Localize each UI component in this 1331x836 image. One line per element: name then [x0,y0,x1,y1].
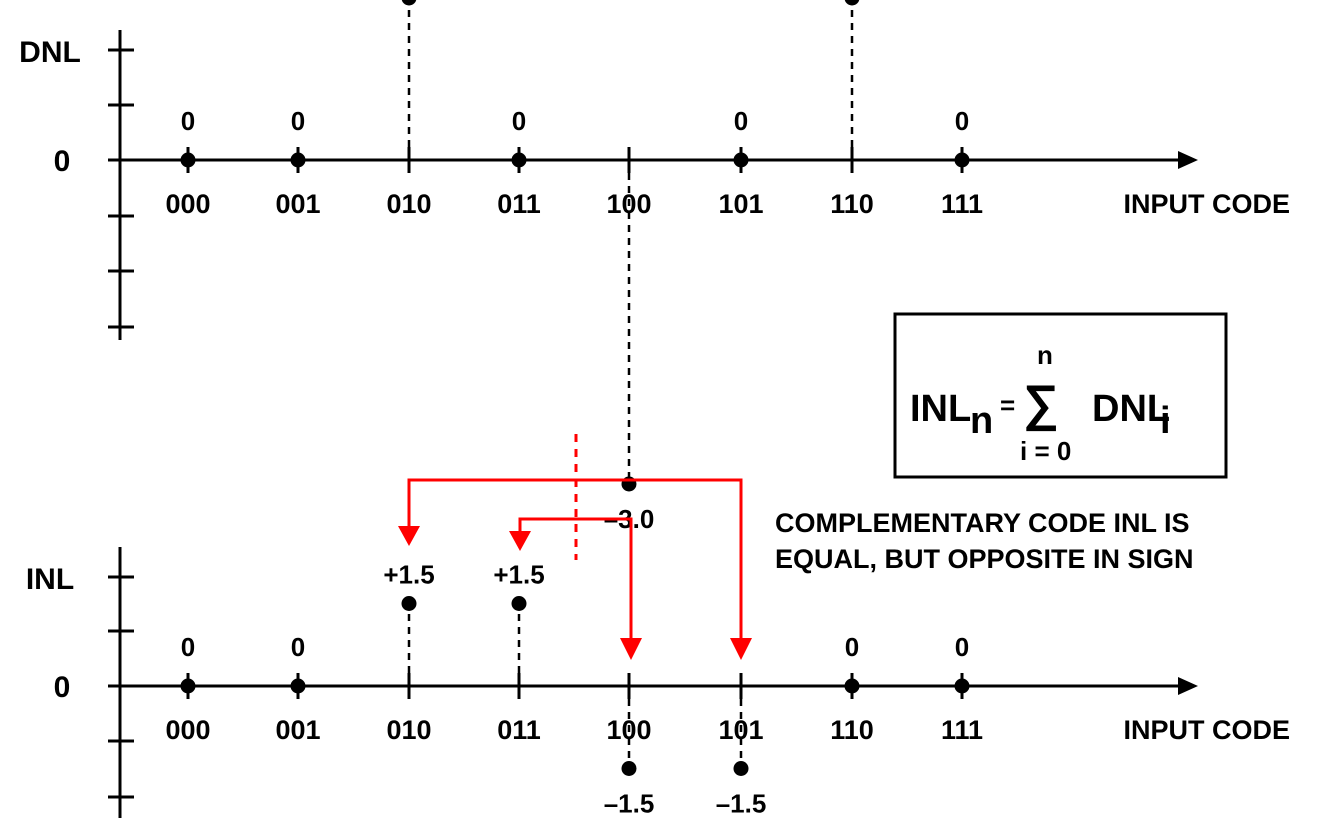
dnl-x-tick-label: 111 [941,189,983,219]
inl-data-point [180,678,196,694]
annotation-line-1: COMPLEMENTARY CODE INL IS [775,508,1190,538]
formula-lhs-subscript: n [970,400,993,442]
arrow-outer-path [407,478,743,640]
dnl-data-point [844,0,860,6]
dnl-data-point [401,0,417,6]
inl-data-point [290,678,306,694]
dnl-x-tick-label: 010 [386,189,431,219]
inl-value-label: 0 [955,632,969,662]
inl-x-tick-label: 001 [275,715,320,745]
formula-lhs: INL [910,388,971,430]
inl-data-point [844,678,860,694]
formula-sigma: ∑ [1023,375,1059,432]
dnl-x-tick-label: 101 [718,189,763,219]
inl-value-label: –1.5 [604,789,655,819]
inl-data-point [954,678,970,694]
inl-x-tick-label: 000 [165,715,210,745]
dnl-zero-label: 0 [54,145,71,178]
inl-data-point [511,596,527,611]
dnl-value-label: 0 [955,106,969,136]
dnl-value-label: 0 [181,106,195,136]
inl-data-point [401,596,417,611]
formula-sum-lower-limit: i = 0 [1020,436,1071,466]
inl-value-label: 0 [845,632,859,662]
formula-equals: = [1000,390,1015,420]
dnl-data-point [511,152,527,168]
inl-x-tick-label: 111 [941,715,983,745]
inl-zero-label: 0 [54,671,71,704]
complementary-arrows [398,434,752,660]
dnl-data-point [290,152,306,168]
formula-rhs-subscript: i [1160,400,1171,442]
inl-x-axis-arrowhead [1178,677,1198,695]
dnl-x-axis-arrowhead [1178,151,1198,169]
inl-value-label: +1.5 [493,560,544,590]
inl-data-point [621,761,637,776]
inl-data-point [733,761,749,776]
inl-value-label: +1.5 [383,560,434,590]
formula-sum-upper-limit: n [1037,340,1053,370]
dnl-x-tick-label: 001 [275,189,320,219]
inl-x-tick-label: 110 [830,715,874,745]
inl-value-label: –1.5 [716,789,767,819]
inl-x-tick-label: 011 [497,715,541,745]
dnl-y-axis-title: DNL [19,36,81,69]
arrowhead-outer-left [398,526,420,546]
formula-frame [893,312,1228,479]
dnl-value-label: 0 [734,106,748,136]
arrowhead-inner-right [620,638,642,660]
inl-x-tick-label: 010 [386,715,431,745]
inl-x-axis-title: INPUT CODE [1123,715,1290,745]
dnl-x-axis-title: INPUT CODE [1123,189,1290,219]
dnl-x-tick-label: 000 [165,189,210,219]
dnl-x-tick-label: 011 [497,189,541,219]
formula-box: INL n = n ∑ i = 0 DNL i [893,312,1228,479]
dnl-data-point [954,152,970,168]
arrowhead-outer-right [730,638,752,660]
arrow-inner-path [518,517,633,640]
dnl-value-label: 0 [291,106,305,136]
inl-y-axis-title: INL [26,563,74,596]
dnl-value-label: 0 [512,106,526,136]
dnl-x-tick-label: 110 [830,189,874,219]
formula-rhs: DNL [1092,388,1170,430]
inl-value-label: 0 [291,632,305,662]
arrowhead-inner-left [509,531,531,551]
dnl-data-point [733,152,749,168]
dnl-data-point [180,152,196,168]
annotation-line-2: EQUAL, BUT OPPOSITE IN SIGN [775,544,1194,574]
inl-value-label: 0 [181,632,195,662]
